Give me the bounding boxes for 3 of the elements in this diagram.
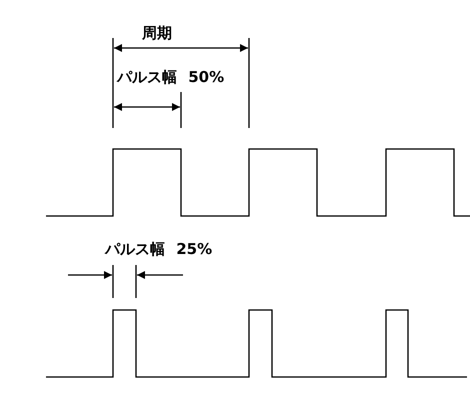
pulse-width-label: パルス幅 25% bbox=[105, 240, 212, 258]
pulse-width-label: パルス幅 50% bbox=[117, 68, 224, 86]
period-label: 周期 bbox=[142, 24, 172, 42]
